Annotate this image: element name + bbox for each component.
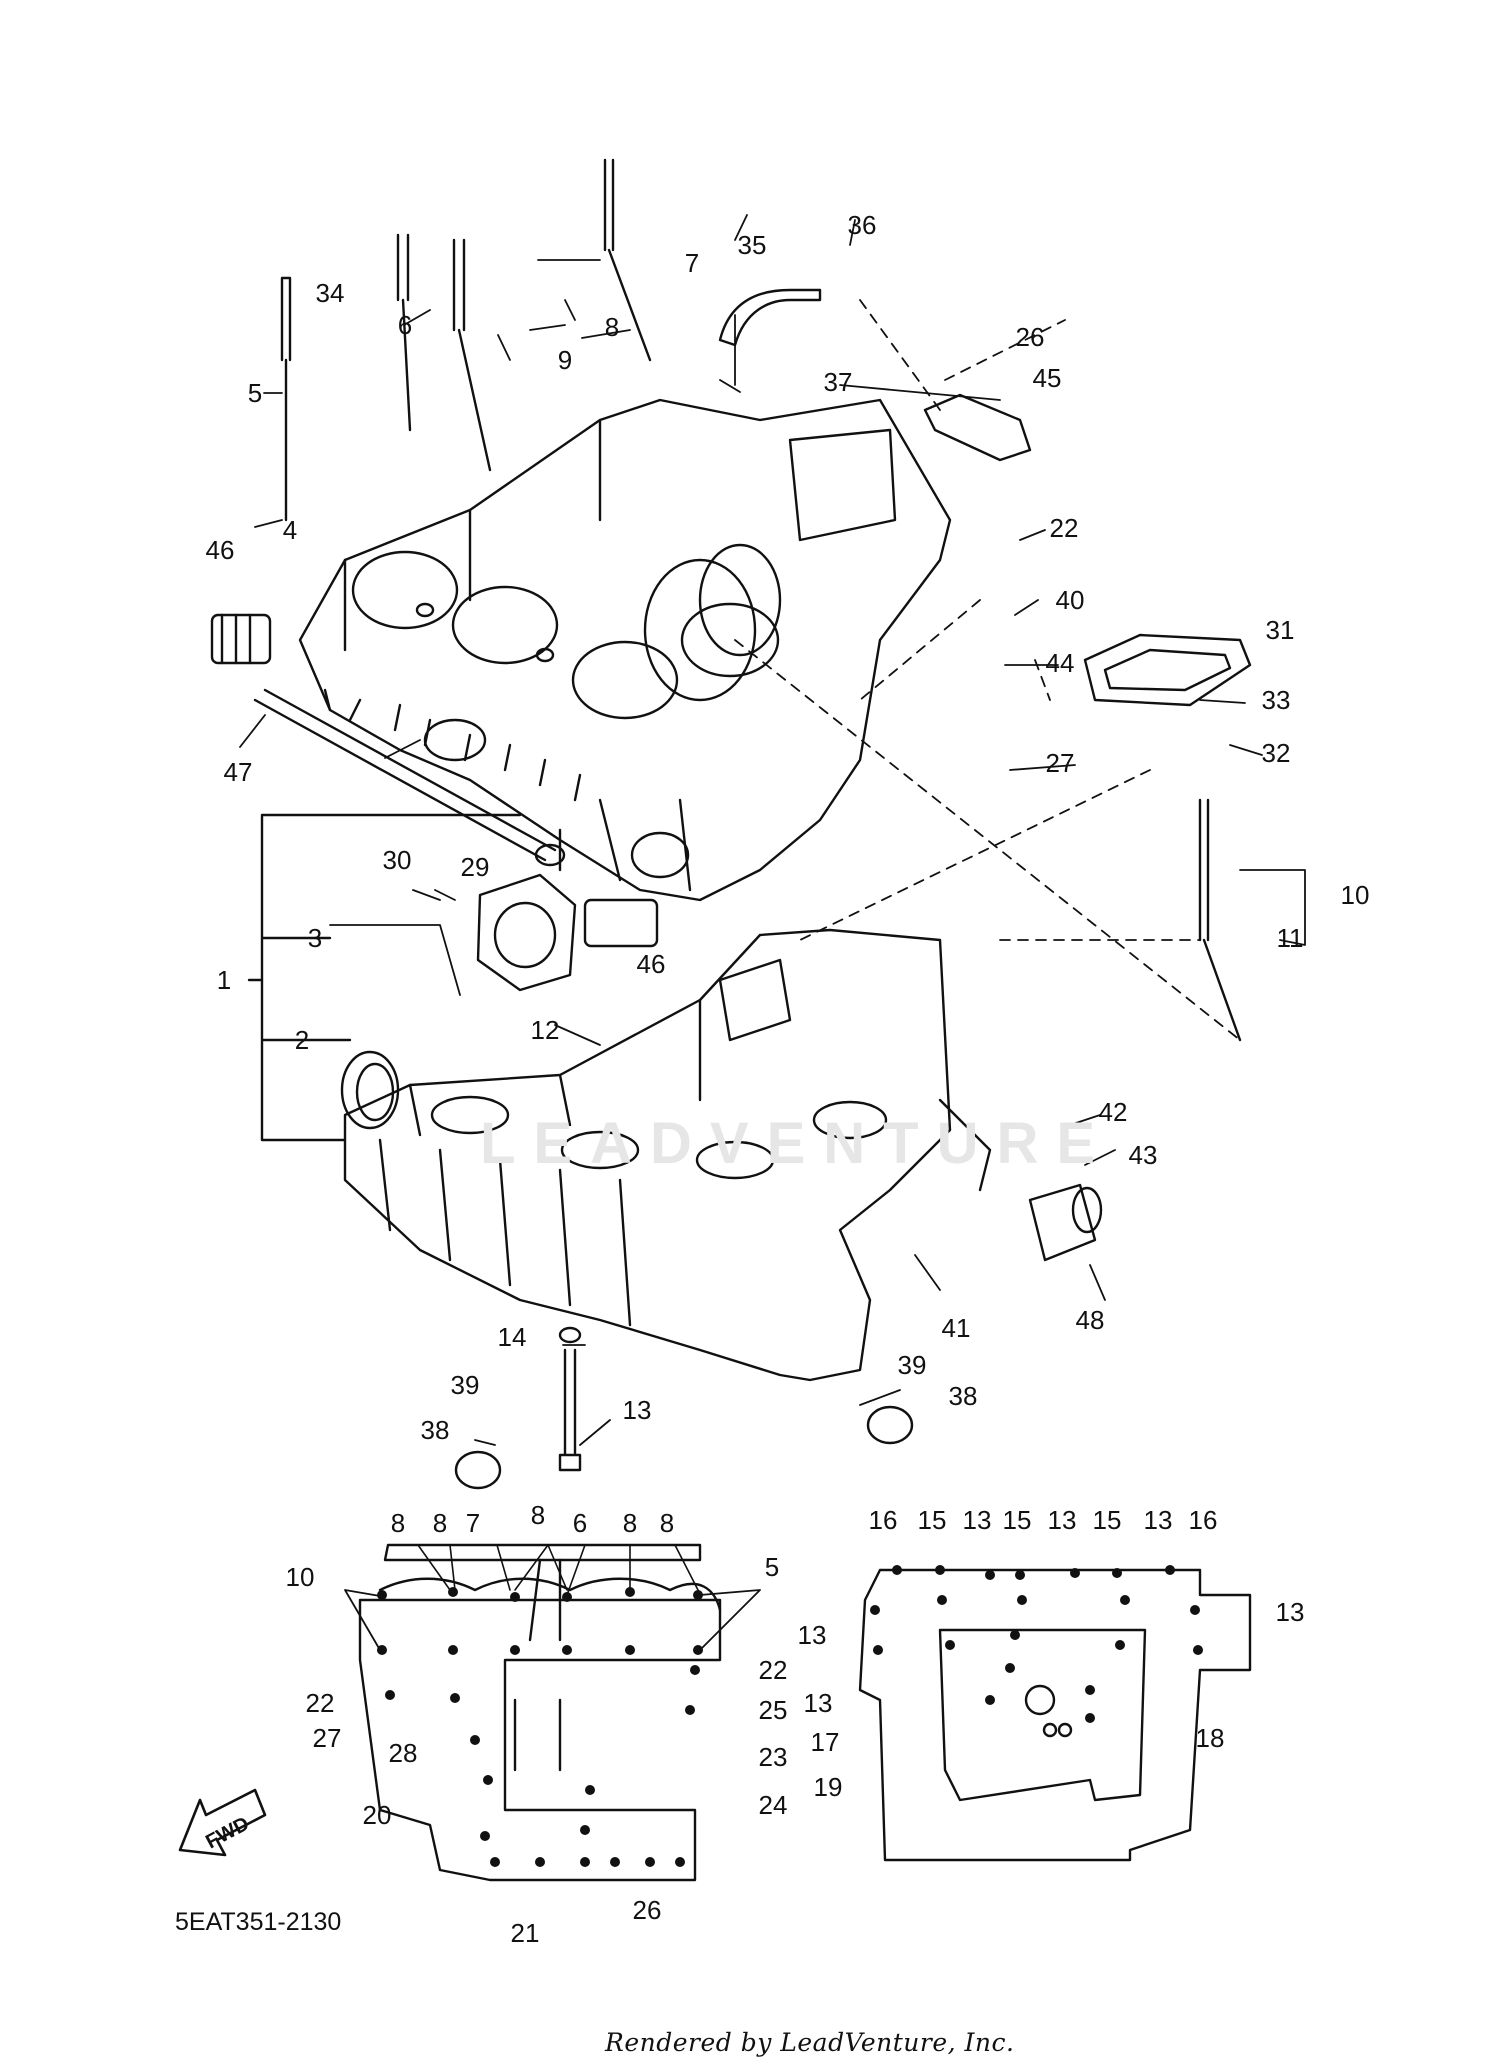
callout-47: 47 (223, 757, 253, 787)
lower-view-bolt-dots (870, 1565, 1203, 1723)
upper-view-8b: 8 (432, 1508, 448, 1538)
render-credit: Rendered by LeadVenture, Inc. (605, 2028, 1015, 2057)
upper-view-23: 23 (758, 1742, 788, 1772)
oil-hose-35 (718, 288, 822, 347)
callout-39-right: 39 (897, 1350, 927, 1380)
lower-view-15c: 15 (1092, 1505, 1122, 1535)
upper-crankcase (298, 398, 952, 902)
callout-4: 4 (282, 515, 298, 545)
upper-view-21: 21 (510, 1918, 540, 1948)
upper-view-20: 20 (362, 1800, 392, 1830)
upper-view-5: 5 (764, 1552, 780, 1582)
callout-38-right: 38 (948, 1381, 978, 1411)
upper-view-22-left: 22 (305, 1688, 335, 1718)
lower-view-19: 19 (813, 1772, 843, 1802)
callout-13: 13 (622, 1395, 652, 1425)
upper-view-8c: 8 (530, 1500, 546, 1530)
upper-view-bolt-dots (377, 1587, 703, 1867)
upper-view-8d: 8 (622, 1508, 638, 1538)
watermark: LEADVENTURE (480, 1111, 1114, 1176)
lower-view-15a: 15 (917, 1505, 947, 1535)
callout-34: 34 (315, 278, 345, 308)
callout-11: 11 (1276, 923, 1304, 953)
callout-46-top: 46 (205, 535, 235, 565)
upper-view-28: 28 (388, 1738, 418, 1768)
callout-37: 37 (823, 367, 853, 397)
lower-view-16-left: 16 (868, 1505, 898, 1535)
collar-48 (1028, 1183, 1103, 1262)
lower-view-18: 18 (1195, 1723, 1225, 1753)
leader-lines (239, 214, 1306, 1446)
upper-view-27: 27 (312, 1723, 342, 1753)
callout-5: 5 (247, 378, 263, 408)
lower-view-13b: 13 (1047, 1505, 1077, 1535)
stud-bolts (280, 158, 1242, 1042)
fwd-arrow-icon (178, 1788, 267, 1857)
seal-2 (340, 1050, 400, 1130)
callout-6: 6 (397, 310, 413, 340)
callout-45: 45 (1032, 363, 1062, 393)
callout-41: 41 (941, 1313, 971, 1343)
callout-9: 9 (557, 345, 573, 375)
callout-1: 1 (216, 965, 232, 995)
callout-46-bottom: 46 (636, 949, 666, 979)
callout-44: 44 (1045, 648, 1075, 678)
callout-38-left: 38 (420, 1415, 450, 1445)
upper-view-7: 7 (465, 1508, 481, 1538)
callout-14: 14 (497, 1322, 527, 1352)
dowel-pipe-47 (253, 688, 566, 867)
lower-view-13a: 13 (962, 1505, 992, 1535)
callout-26: 26 (1015, 322, 1045, 352)
oil-pan-gasket-31 (1083, 633, 1252, 707)
callout-27: 27 (1045, 748, 1075, 778)
lower-view-13f: 13 (803, 1688, 833, 1718)
sensor-plate-29 (476, 873, 577, 992)
upper-view-24: 24 (758, 1790, 788, 1820)
callout-43: 43 (1128, 1140, 1158, 1170)
upper-view-26: 26 (632, 1895, 662, 1925)
upper-view-22-right: 22 (758, 1655, 788, 1685)
long-bolt-13 (558, 1326, 582, 1472)
callout-10: 10 (1340, 880, 1370, 910)
callout-8: 8 (604, 312, 620, 342)
callout-31: 31 (1265, 615, 1295, 645)
lower-view-16-right: 16 (1188, 1505, 1218, 1535)
callout-3: 3 (307, 923, 323, 953)
dashed-lines (734, 299, 1241, 1041)
callout-22: 22 (1049, 513, 1079, 543)
lower-crankcase (343, 928, 992, 1382)
lower-view-17: 17 (810, 1727, 840, 1757)
callout-32: 32 (1261, 738, 1291, 768)
bracket-part-1 (247, 813, 522, 1142)
lower-view-13d: 13 (797, 1620, 827, 1650)
callout-29: 29 (460, 852, 490, 882)
upper-view-6: 6 (572, 1508, 588, 1538)
upper-case-plan-view (344, 1543, 761, 1882)
callout-7: 7 (684, 248, 700, 278)
callout-42: 42 (1098, 1097, 1128, 1127)
callout-40: 40 (1055, 585, 1085, 615)
lower-view-13c: 13 (1143, 1505, 1173, 1535)
callout-35: 35 (737, 230, 767, 260)
upper-view-8a: 8 (390, 1508, 406, 1538)
callout-39-left: 39 (450, 1370, 480, 1400)
callout-33: 33 (1261, 685, 1291, 715)
lower-case-plan-view (858, 1565, 1252, 1862)
upper-view-10: 10 (285, 1562, 315, 1592)
upper-view-8e: 8 (659, 1508, 675, 1538)
callout-48: 48 (1075, 1305, 1105, 1335)
callout-30: 30 (382, 845, 412, 875)
callout-36: 36 (847, 210, 877, 240)
oil-pressure-switch-46 (210, 613, 659, 948)
callout-2: 2 (294, 1025, 310, 1055)
diagram-code: 5EAT351-2130 (175, 1908, 342, 1936)
upper-view-25: 25 (758, 1695, 788, 1725)
callout-12: 12 (530, 1015, 560, 1045)
lower-view-15b: 15 (1002, 1505, 1032, 1535)
drain-plugs-38 (454, 1405, 914, 1490)
bracket-45 (923, 393, 1032, 462)
lower-view-13e: 13 (1275, 1597, 1305, 1627)
